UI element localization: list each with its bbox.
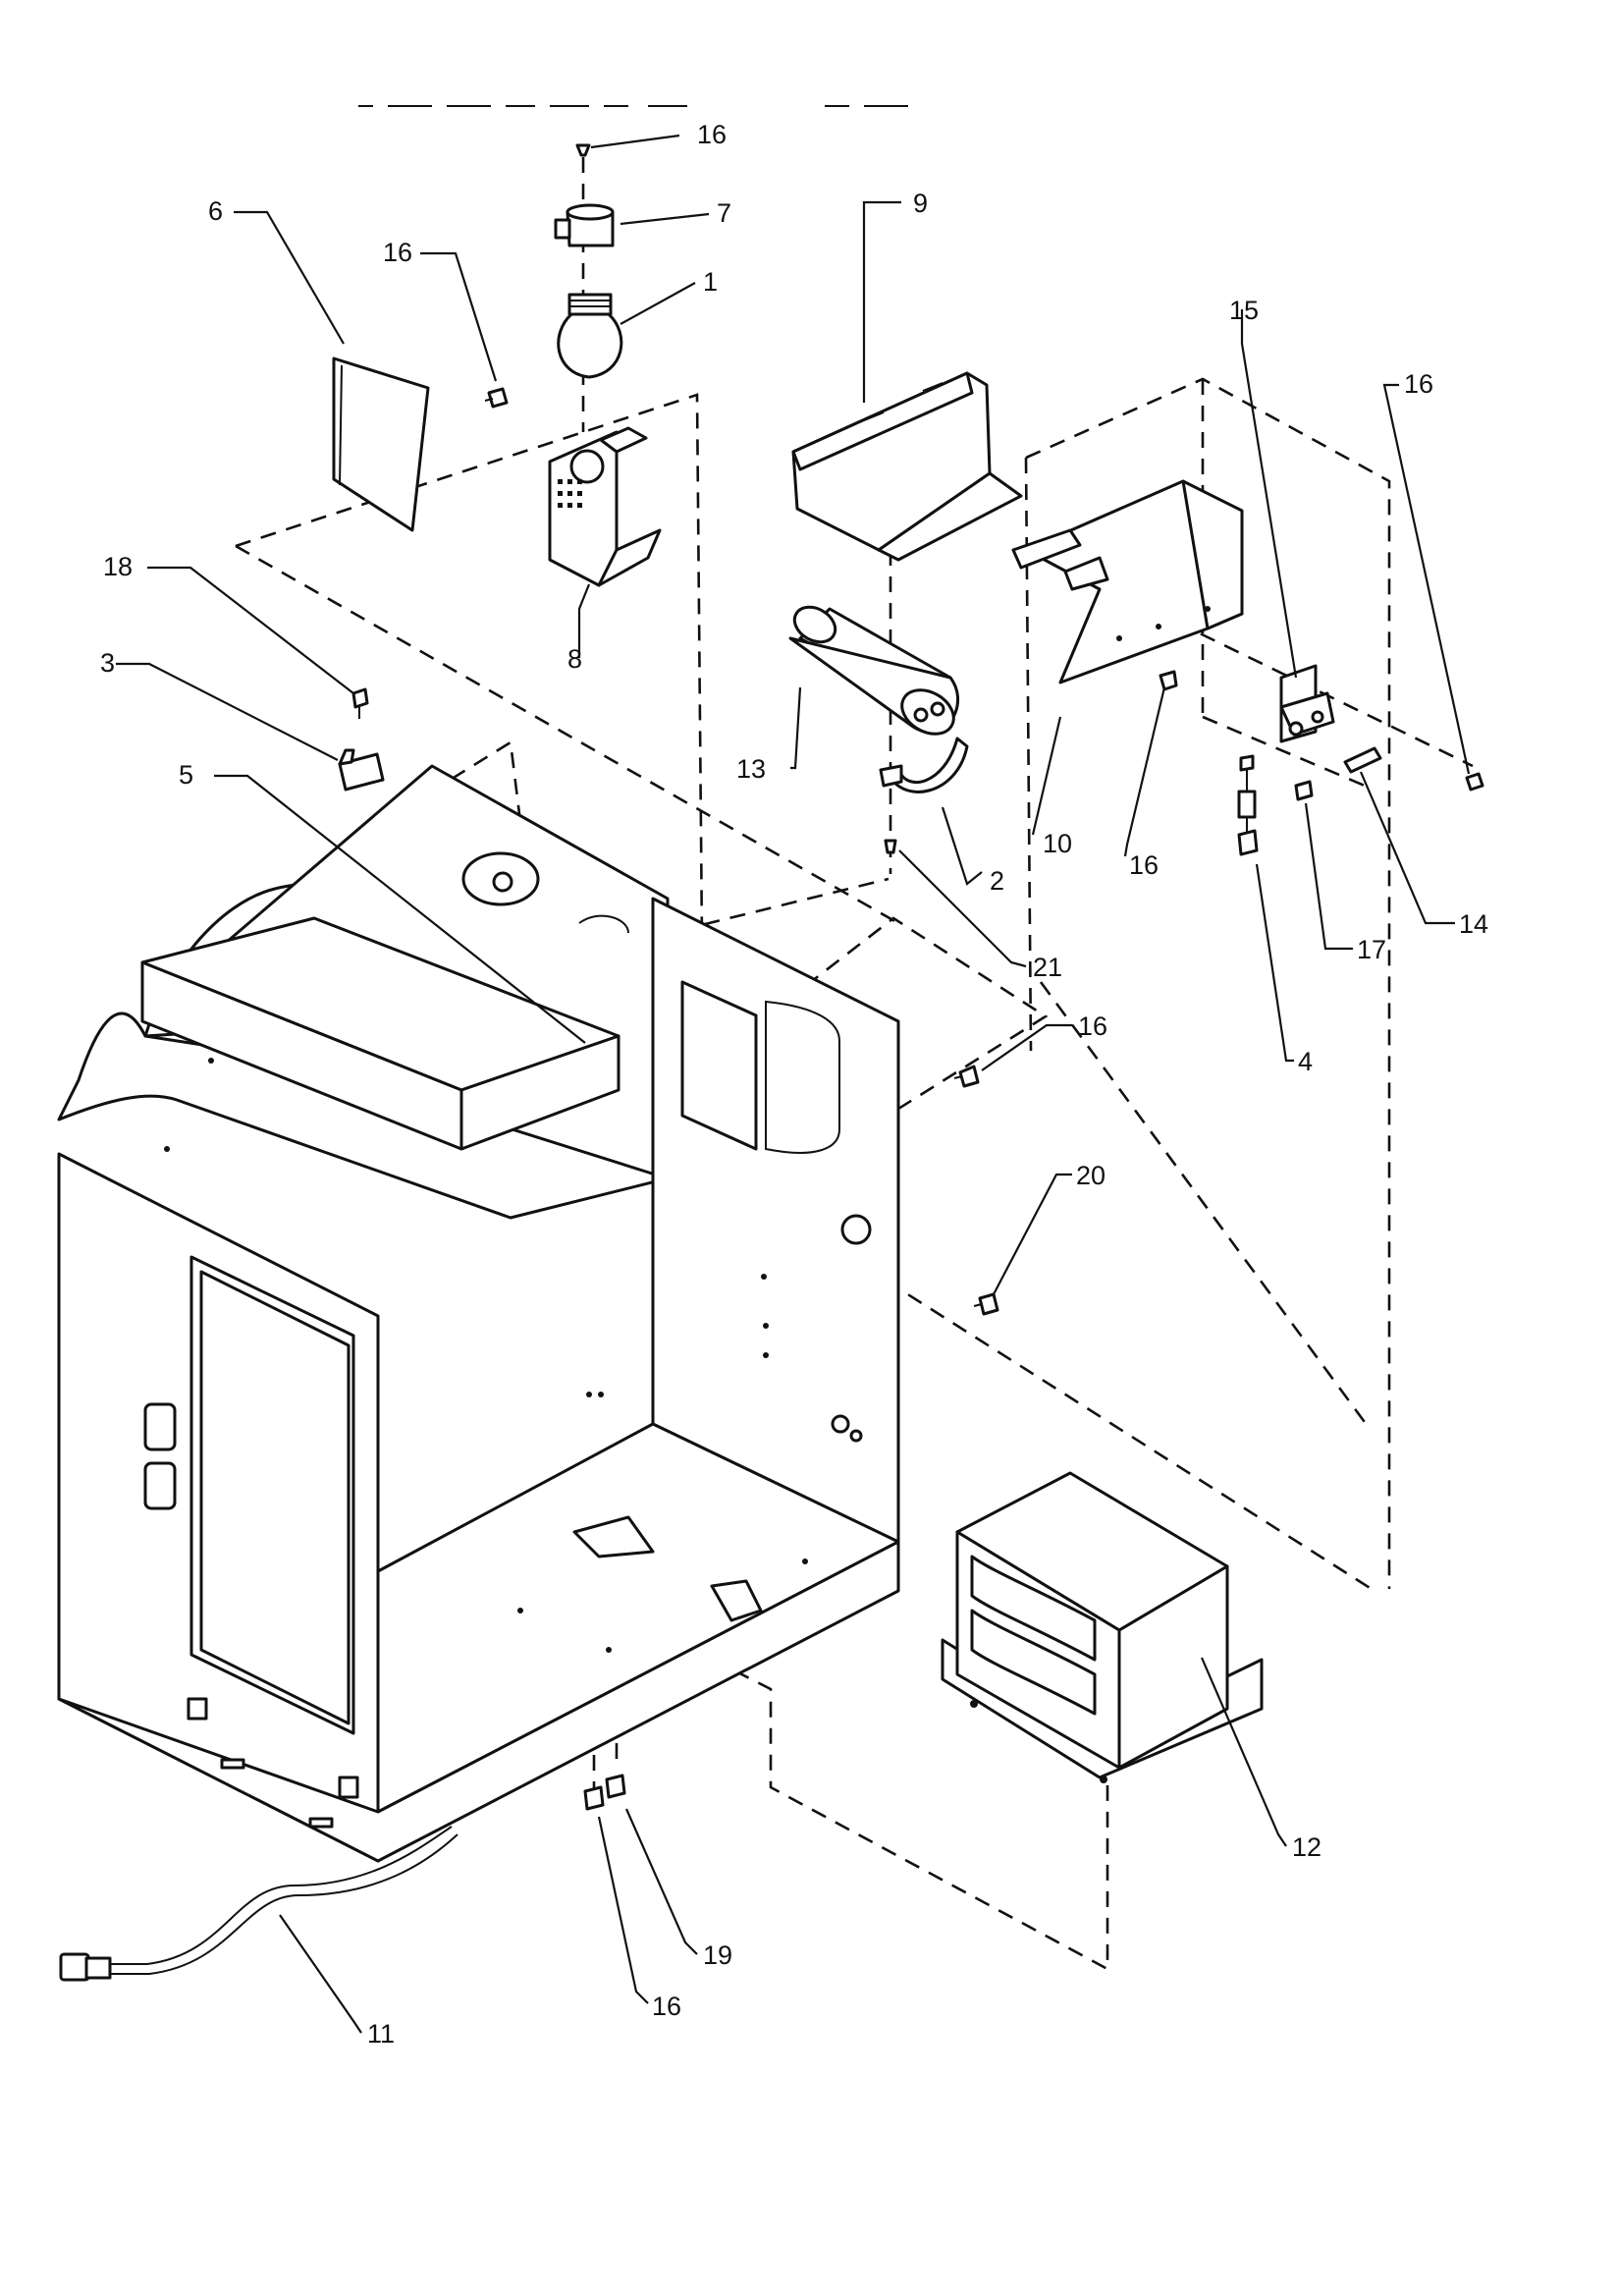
callout-6: 6 [208,196,223,226]
callout-10: 10 [1043,829,1072,858]
screw-16-top [575,143,591,157]
screw-21 [884,839,897,854]
power-cord-11 [59,1826,458,1982]
callout-labels: 16 7 1 9 6 16 18 3 5 8 15 16 13 10 16 2 … [100,120,1488,2049]
shield-9 [791,371,1023,562]
callout-7: 7 [717,198,731,228]
callout-1: 1 [703,267,718,297]
callout-15: 15 [1229,296,1259,325]
lamp-bulb-1 [557,293,623,379]
callout-17: 17 [1357,935,1386,964]
callout-18: 18 [103,552,133,581]
cabinet [57,764,900,1863]
screw-18 [351,687,369,719]
callout-16-left: 16 [383,238,412,267]
foot-19 [605,1774,626,1799]
screw-16-duct [1159,670,1178,691]
callout-16-bottom: 16 [652,1992,681,2021]
callout-leaders [116,134,1471,2034]
callout-14: 14 [1459,909,1488,939]
bracket-3 [338,748,385,792]
screw-16-side [953,1065,980,1088]
switch-bracket-15 [1279,664,1335,743]
callout-16-top: 16 [697,120,727,149]
screw-16-bottom [583,1785,605,1811]
callout-13: 13 [736,754,766,784]
screw-16-right [1465,772,1484,792]
capacitor-13 [788,605,960,736]
duct-10 [1011,479,1244,684]
screw-17 [1294,780,1314,801]
callout-21: 21 [1033,953,1062,982]
callout-16-side: 16 [1078,1011,1107,1041]
capacitor-strap-2 [879,737,969,793]
screw-16-left [484,387,509,409]
callout-19: 19 [703,1941,732,1970]
callout-16-duct: 16 [1129,850,1159,880]
cover-plate-6 [332,356,430,532]
screw-20 [973,1292,999,1316]
lamp-socket-7 [554,203,615,247]
callout-3: 3 [100,648,115,678]
callout-9: 9 [913,189,928,218]
callout-5: 5 [179,760,193,790]
callout-16-right: 16 [1404,369,1433,399]
diode-4 [1237,754,1259,856]
vent-holes [558,479,582,508]
callout-12: 12 [1292,1832,1321,1862]
callout-20: 20 [1076,1161,1106,1190]
callout-2: 2 [990,866,1004,896]
fuse-14 [1343,746,1382,774]
lamp-bracket-8 [548,426,662,587]
callout-11: 11 [367,2019,395,2049]
callout-8: 8 [567,644,582,674]
callout-4: 4 [1298,1047,1313,1076]
transformer-12 [941,1471,1264,1783]
